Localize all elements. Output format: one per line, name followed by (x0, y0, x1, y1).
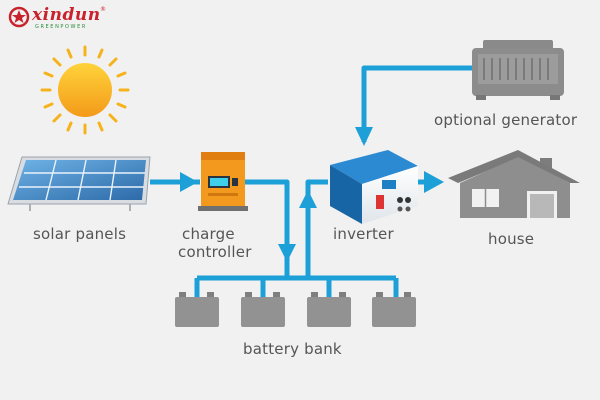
arrow-to-controller (180, 172, 198, 192)
label-charge-controller-line2: controller (178, 243, 252, 261)
label-optional-generator: optional generator (434, 111, 578, 129)
solar-panel-icon (7, 156, 151, 211)
inverter-icon (330, 150, 418, 224)
sun-icon (40, 45, 130, 135)
arrow-down-generator (355, 127, 373, 146)
label-charge-controller-line1: charge (182, 225, 235, 243)
battery-icon (307, 292, 351, 327)
logo-tagline: GREENPOWER (35, 24, 87, 30)
flow-arrows (180, 127, 444, 262)
generator-line (361, 65, 478, 142)
arrow-up-bus (299, 190, 317, 208)
arrow-to-house (424, 171, 444, 193)
logo-trademark: ® (100, 6, 106, 13)
house-icon (448, 150, 580, 218)
arrow-down-bus (278, 244, 296, 262)
label-inverter: inverter (333, 225, 394, 243)
generator-icon (472, 40, 564, 100)
inverter-loop-line (305, 179, 328, 278)
label-battery-bank: battery bank (243, 340, 342, 358)
label-house: house (488, 230, 535, 248)
battery-icon (175, 292, 219, 327)
logo-mark-icon (8, 6, 30, 28)
charge-controller-icon (198, 152, 248, 211)
battery-icon (241, 292, 285, 327)
logo-name: xindun (32, 5, 101, 25)
xindun-logo: xindun ® GREENPOWER (8, 5, 108, 35)
label-solar-panels: solar panels (33, 225, 127, 243)
battery-icon (372, 292, 416, 327)
controller-to-bus-line (245, 179, 290, 278)
